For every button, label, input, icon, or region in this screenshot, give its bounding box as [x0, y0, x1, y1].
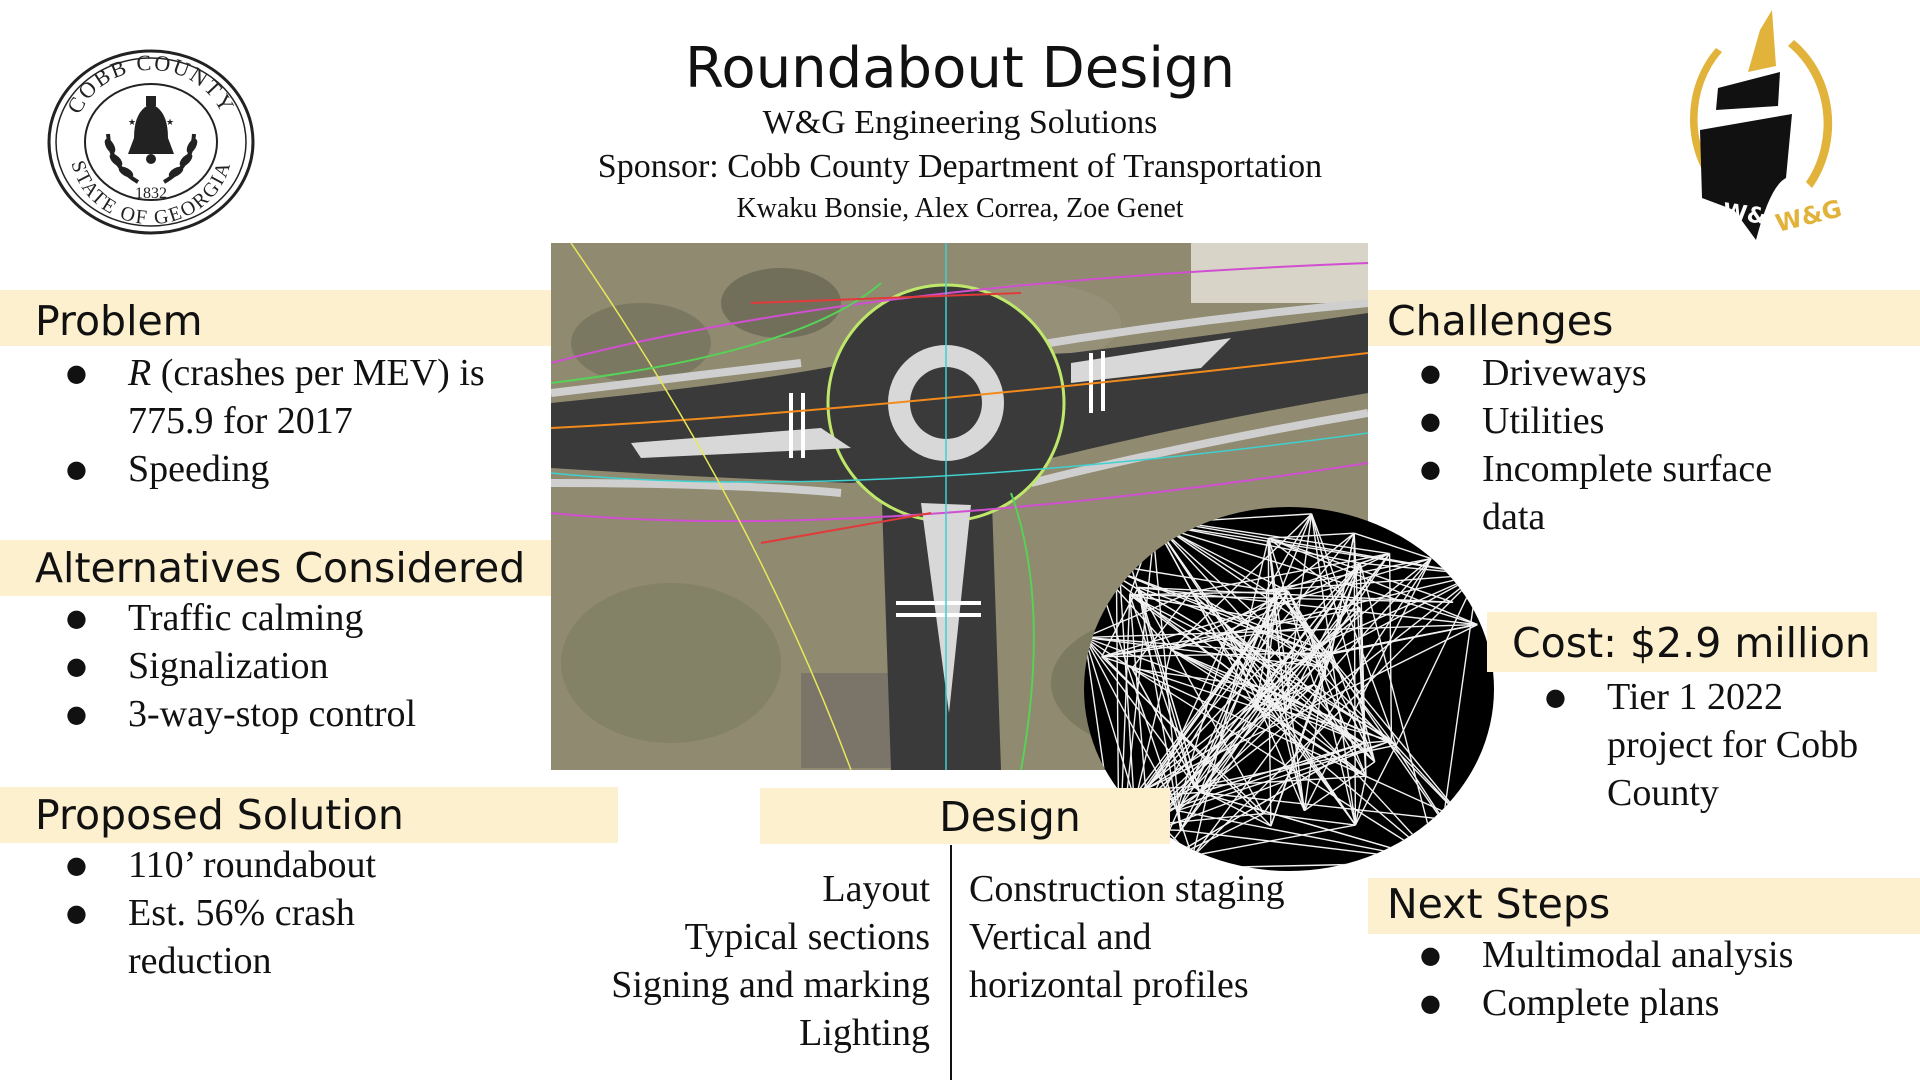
sponsor-line: Sponsor: Cobb County Department of Trans… — [597, 148, 1323, 185]
list-item: Driveways — [1410, 349, 1840, 397]
list-item: Signalization — [56, 642, 526, 690]
list-item: Incomplete surface data — [1410, 445, 1840, 541]
next-steps-list: Multimodal analysis Complete plans — [1410, 931, 1890, 1027]
list-item: Tier 1 2022 project for Cobb County — [1535, 673, 1865, 817]
alternatives-heading: Alternatives Considered — [35, 544, 526, 592]
proposed-header-band — [0, 787, 618, 843]
list-item: R (crashes per MEV) is 775.9 for 2017 — [56, 349, 526, 445]
svg-text:★: ★ — [128, 117, 136, 127]
design-right-column: Construction staging Vertical and horizo… — [969, 865, 1309, 1009]
design-item: Layout — [822, 868, 930, 910]
list-item: 110’ roundabout — [56, 841, 456, 889]
design-left-column: Layout Typical sections Signing and mark… — [611, 865, 930, 1057]
list-item: Speeding — [56, 445, 526, 493]
list-item: 3-way-stop control — [56, 690, 526, 738]
point-cloud-image — [1084, 507, 1494, 871]
list-item: Complete plans — [1410, 979, 1890, 1027]
company-name: W&G Engineering Solutions — [762, 104, 1158, 141]
cost-heading: Cost: $2.9 million — [1512, 619, 1871, 667]
seal-year: 1832 — [135, 185, 167, 202]
list-item: Multimodal analysis — [1410, 931, 1890, 979]
next-steps-heading: Next Steps — [1387, 880, 1611, 928]
list-item: Est. 56% crash reduction — [56, 889, 456, 985]
next-steps-header-band — [1368, 878, 1920, 934]
list-item: Utilities — [1410, 397, 1840, 445]
logo-label-right: W&G — [1773, 194, 1845, 237]
cost-header-band — [1487, 612, 1877, 672]
svg-text:★: ★ — [166, 117, 174, 127]
problem-header-band — [0, 290, 551, 346]
proposed-heading: Proposed Solution — [35, 791, 404, 839]
alternatives-list: Traffic calming Signalization 3-way-stop… — [56, 594, 526, 738]
design-heading: Design — [939, 793, 1081, 841]
list-item: Traffic calming — [56, 594, 526, 642]
proposed-list: 110’ roundabout Est. 56% crash reduction — [56, 841, 456, 985]
challenges-heading: Challenges — [1387, 297, 1614, 345]
design-item: Construction staging — [969, 868, 1285, 910]
page-title: Roundabout Design — [685, 36, 1235, 101]
design-item: Vertical and horizontal profiles — [969, 916, 1249, 1006]
team-members: Kwaku Bonsie, Alex Correa, Zoe Genet — [736, 193, 1184, 224]
design-item: Typical sections — [684, 916, 930, 958]
problem-list: R (crashes per MEV) is 775.9 for 2017 Sp… — [56, 349, 526, 493]
challenges-list: Driveways Utilities Incomplete surface d… — [1410, 349, 1840, 541]
design-header-band — [760, 788, 1170, 844]
problem-heading: Problem — [35, 297, 203, 345]
challenges-header-band — [1368, 290, 1920, 346]
wg-logo-icon: W&G W&G — [1689, 10, 1845, 240]
design-item: Signing and marking — [611, 964, 930, 1006]
design-item: Lighting — [799, 1012, 930, 1054]
design-divider — [950, 845, 952, 1080]
alternatives-header-band — [0, 540, 551, 596]
county-seal-icon: COBB COUNTY STATE OF GEORGIA ★ ★ 1832 — [47, 49, 255, 235]
cost-list: Tier 1 2022 project for Cobb County — [1535, 673, 1865, 817]
